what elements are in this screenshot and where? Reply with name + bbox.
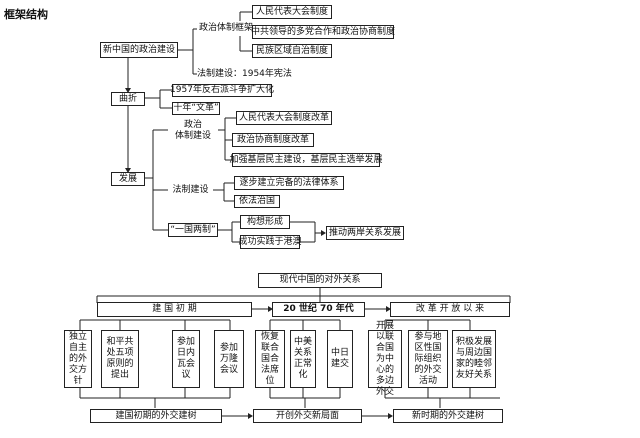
early-item-2: 和平共处五项原则的提出: [101, 330, 139, 388]
node-octs-item-1: 构想形成: [240, 215, 290, 229]
stage-early-achievement: 建国初期的外交建树: [90, 409, 222, 423]
seventies-item-2: 中美关系正常化: [290, 330, 316, 388]
node-system-item-2: 中共领导的多党合作和政治协商制度: [251, 25, 395, 39]
node-political-system-frame: 政治体制框架: [197, 21, 255, 36]
reform-item-1: 开展以联合国为中心的多边外交: [368, 321, 402, 397]
node-legal-1954: 法制建设：1954年宪法: [197, 69, 292, 79]
node-cross-strait: 推动两岸关系发展: [326, 226, 404, 240]
node-political-system-building: 政治 体制建设: [168, 120, 218, 141]
early-item-4: 参加万隆会议: [214, 330, 244, 388]
node-twist-item-1: 1957年反右派斗争扩大化: [170, 84, 274, 97]
node-one-country-two-systems: “一国两制”: [168, 223, 218, 237]
period-early: 建 国 初 期: [97, 302, 252, 317]
node-twist-item-2: 十年“文革”: [172, 102, 220, 115]
early-item-3: 参加日内瓦会议: [172, 330, 200, 388]
stage-new-situation: 开创外交新局面: [253, 409, 362, 423]
early-item-1: 独立自主的外交方针: [64, 330, 92, 388]
period-seventies: 20 世纪 70 年代: [272, 302, 365, 317]
section-title: 框架结构: [4, 8, 48, 21]
node-develop: 发展: [111, 172, 145, 186]
stage-new-era-achievement: 新时期的外交建树: [393, 409, 503, 423]
node-twist: 曲折: [111, 92, 145, 106]
node-octs-item-2: 成功实践于港澳: [239, 235, 302, 249]
reform-item-3: 积极发展与周边国家的睦邻友好关系: [452, 330, 496, 388]
seventies-item-1: 恢复联合国合法席位: [255, 330, 285, 388]
period-reform: 改 革 开 放 以 来: [390, 302, 510, 317]
node-law-item-2: 依法治国: [234, 195, 280, 208]
node-pol-item-2: 政治协商制度改革: [232, 133, 314, 147]
node-system-item-3: 民族区域自治制度: [252, 44, 332, 58]
node-foreign-relations: 现代中国的对外关系: [258, 273, 382, 288]
seventies-item-3: 中日建交: [327, 330, 353, 388]
node-new-china-political-construction: 新中国的政治建设: [100, 42, 178, 58]
node-legal-building: 法制建设: [168, 183, 213, 197]
node-system-item-1: 人民代表大会制度: [252, 5, 332, 19]
reform-item-2: 参与地区性国际组织的外交活动: [408, 330, 448, 388]
node-pol-item-1: 人民代表大会制度改革: [236, 111, 332, 125]
node-pol-item-3: 加强基层民主建设，基层民主选举发展: [230, 153, 383, 167]
node-law-item-1: 逐步建立完备的法律体系: [234, 176, 344, 190]
